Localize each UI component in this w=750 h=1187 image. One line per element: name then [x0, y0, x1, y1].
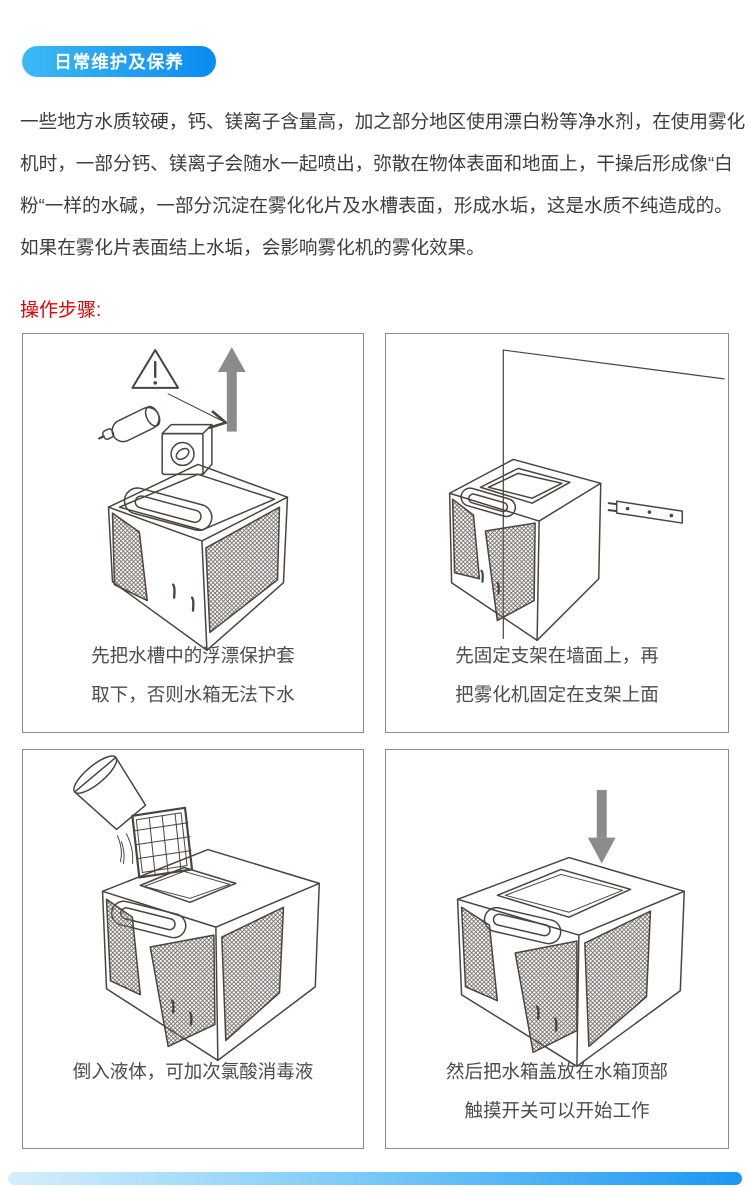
caption-line: 把雾化机固定在支架上面 [455, 684, 659, 705]
warning-triangle-icon [131, 349, 180, 389]
caption-line: 取下，否则水箱无法下水 [91, 684, 295, 705]
step-panel-2: 先固定支架在墙面上，再 把雾化机固定在支架上面 [385, 333, 729, 733]
section-title-badge: 日常维护及保养 [22, 46, 216, 77]
footer-accent-bar [8, 1172, 742, 1185]
water-tank-drawing [107, 463, 289, 652]
step-caption: 先把水槽中的浮漂保护套 取下，否则水箱无法下水 [23, 636, 363, 714]
illustration-remove-float-protector [98, 347, 289, 652]
device-open-drawing [101, 848, 321, 1062]
step-caption: 倒入液体，可加次氯酸消毒液 [23, 1052, 363, 1130]
step-panel-1: 先把水槽中的浮漂保护套 取下，否则水箱无法下水 [22, 333, 364, 733]
illustration-mount-bracket-on-wall [448, 349, 725, 642]
illustration-place-tank-cover [456, 789, 686, 1068]
pouring-cup [73, 755, 147, 865]
device-closed-drawing [456, 856, 686, 1068]
intro-line: 一些地方水质较硬，钙、镁离子含量高，加之部分地区使用漂白粉等净水剂，在使用雾化 [20, 111, 746, 132]
caption-line: 然后把水箱盖放在水箱顶部 [445, 1061, 668, 1082]
step-panel-3: 倒入液体，可加次氯酸消毒液 [22, 749, 364, 1149]
float-protector-sleeve [98, 405, 161, 443]
step-caption: 然后把水箱盖放在水箱顶部 触摸开关可以开始工作 [386, 1052, 728, 1130]
illustration-pour-disinfectant-liquid [73, 755, 321, 1062]
steps-heading: 操作步骤: [20, 300, 102, 321]
caption-line: 先固定支架在墙面上，再 [455, 645, 659, 666]
step-panel-4: 然后把水箱盖放在水箱顶部 触摸开关可以开始工作 [385, 749, 729, 1149]
wall-line [502, 349, 725, 639]
float-box [161, 423, 213, 476]
caption-line: 触摸开关可以开始工作 [464, 1100, 650, 1121]
caption-line: 先把水槽中的浮漂保护套 [91, 645, 295, 666]
up-arrow-icon [217, 347, 246, 432]
intro-line: 机时，一部分钙、镁离子会随水一起喷出，弥散在物体表面和地面上，干操后形成像“白 [20, 153, 733, 174]
mounting-bracket [607, 500, 684, 524]
pointer-arrow-icon [167, 393, 228, 429]
caption-line: 倒入液体，可加次氯酸消毒液 [72, 1061, 314, 1082]
down-arrow-icon [587, 789, 616, 864]
intro-line: 粉“一样的水碱，一部分沉淀在雾化化片及水槽表面，形成水垢，这是水质不纯造成的。 [20, 195, 733, 216]
step-caption: 先固定支架在墙面上，再 把雾化机固定在支架上面 [386, 636, 728, 714]
intro-paragraph: 一些地方水质较硬，钙、镁离子含量高，加之部分地区使用漂白粉等净水剂，在使用雾化 … [20, 101, 746, 269]
wall-mounted-device-drawing [448, 458, 602, 642]
intro-line: 如果在雾化片表面结上水垢，会影响雾化机的雾化效果。 [20, 237, 485, 258]
